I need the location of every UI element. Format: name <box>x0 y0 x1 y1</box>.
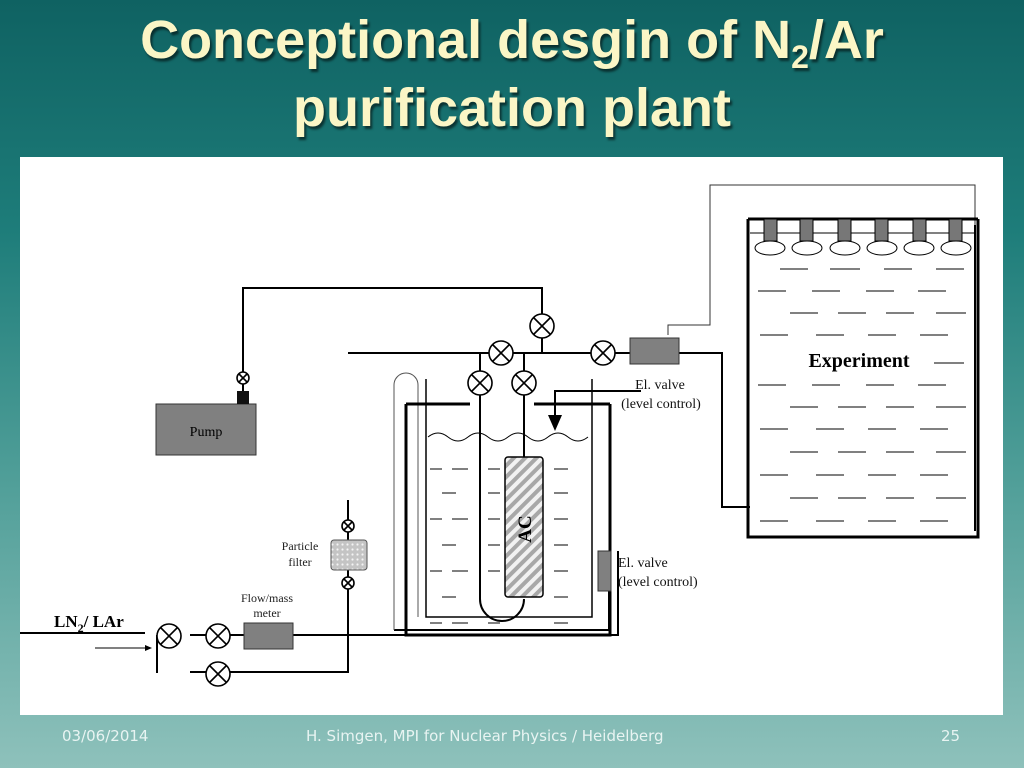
valve-icon <box>488 340 514 366</box>
valve-icon <box>205 623 231 649</box>
pump: Pump <box>155 391 257 456</box>
ln2-lar-label: LN2/ LAr <box>54 612 124 635</box>
el-valve-top-label-1: El. valve <box>635 378 685 393</box>
purification-diagram: LN2/ LAr AC <box>20 184 980 687</box>
footer-date: 03/06/2014 <box>62 727 149 745</box>
particle-filter-label-1: Particle <box>282 539 319 553</box>
small-valve-icon <box>341 519 355 533</box>
valve-icon <box>156 623 182 649</box>
el-valve-top-label-2: (level control) <box>621 397 701 412</box>
small-valve-icon <box>341 576 355 590</box>
valve-icon <box>529 313 555 339</box>
flow-meter-label-2: meter <box>253 606 280 620</box>
title-line-2: purification plant <box>293 78 731 138</box>
ac-cartridge <box>504 456 544 598</box>
electric-valve-top: El. valve (level control) <box>621 337 701 412</box>
slide-title: Conceptional desgin of N2/Ar purificatio… <box>0 6 1024 142</box>
valve-icon <box>511 370 537 396</box>
dewar <box>404 379 612 637</box>
experiment-label: Experiment <box>808 350 909 372</box>
valve-icon <box>467 370 493 396</box>
title-line-1: Conceptional desgin of N2/Ar <box>140 10 884 75</box>
el-valve-bottom-label-1: El. valve <box>618 556 668 571</box>
valve-icon <box>205 661 231 687</box>
small-valve-icon <box>236 371 250 385</box>
el-valve-bottom-label-2: (level control) <box>618 575 698 590</box>
pump-label: Pump <box>190 425 223 440</box>
signal-line <box>667 184 976 335</box>
flow-mass-meter: Flow/mass meter <box>241 591 294 650</box>
experiment-vessel: Experiment <box>746 217 980 539</box>
particle-filter: Particle filter <box>282 539 368 571</box>
valves <box>156 313 616 687</box>
return-tube <box>393 372 419 631</box>
electric-valve-bottom: El. valve (level control) <box>597 550 698 592</box>
particle-filter-label-2: filter <box>288 555 311 569</box>
footer-author: H. Simgen, MPI for Nuclear Physics / Hei… <box>306 727 664 745</box>
flow-meter-label-1: Flow/mass <box>241 591 293 605</box>
ac-label: AC <box>515 515 536 542</box>
valve-icon <box>590 340 616 366</box>
diagram-panel: LN2/ LAr AC <box>20 157 1003 715</box>
footer-page-number: 25 <box>941 727 961 745</box>
